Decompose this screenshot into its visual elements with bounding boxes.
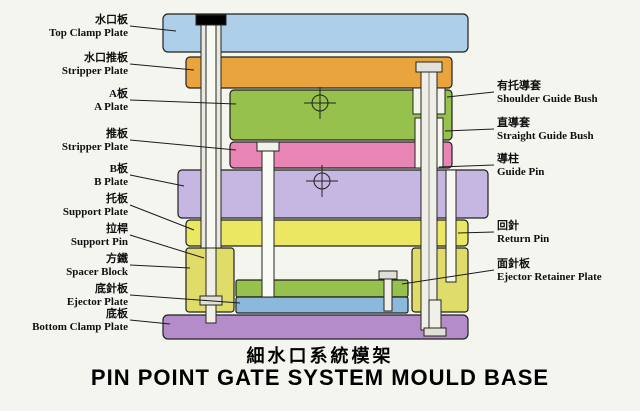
center-marks [304, 87, 338, 197]
bottom-bolt-head [423, 327, 447, 337]
label-en: Support Plate [62, 206, 128, 218]
label-en: Ejector Retainer Plate [497, 271, 602, 283]
bottom-bolt-shaft [428, 299, 442, 329]
stripper-plate-shape [229, 141, 453, 169]
diagram-title-chinese: 細水口系統模架 [246, 346, 394, 366]
label-spacer-block: 方鐵 Spacer Block [66, 253, 128, 279]
guide-pin-head [415, 61, 443, 73]
label-stripper-plate: 推板 Stripper Plate [62, 128, 128, 154]
leader-line [438, 164, 495, 168]
retainer-bolt-shaft [383, 278, 393, 312]
leader-line [446, 91, 495, 98]
label-zh: 方鐵 [106, 253, 128, 265]
leader-line [129, 234, 205, 259]
leader-line [129, 319, 171, 325]
label-en: Shoulder Guide Bush [497, 93, 598, 105]
bottom-clamp-plate-shape [162, 314, 469, 340]
label-zh: 底板 [106, 308, 128, 320]
label-en: Return Pin [497, 233, 550, 245]
label-zh: A板 [109, 88, 128, 100]
b-plate-shape [177, 169, 489, 219]
label-a-plate: A板 A Plate [94, 88, 128, 114]
label-top-clamp-plate: 水口板 Top Clamp Plate [49, 14, 128, 40]
diagram-title-english: PIN POINT GATE SYSTEM MOULD BASE [90, 365, 550, 390]
label-zh: 回針 [497, 220, 519, 232]
label-en: A Plate [94, 101, 128, 113]
label-en: Stripper Plate [61, 65, 128, 77]
label-en: Support Pin [70, 236, 128, 248]
label-zh: 面針板 [497, 258, 530, 270]
label-en: Spacer Block [66, 266, 128, 278]
label-en: B Plate [94, 176, 128, 188]
label-bottom-clamp-plate: 底板 Bottom Clamp Plate [32, 308, 128, 334]
label-zh: 水口板 [95, 14, 128, 26]
label-return-pin: 回針 Return Pin [497, 220, 549, 246]
label-zh: 底針板 [95, 283, 128, 295]
label-zh: 托板 [106, 193, 128, 205]
ejector-plate-shape [235, 296, 409, 314]
leader-line [129, 99, 237, 105]
label-zh: 直導套 [497, 117, 530, 129]
screw-center-mark-icon [304, 87, 336, 119]
label-ejector-retainer-plate: 面針板 Ejector Retainer Plate [497, 258, 602, 284]
leader-line [129, 294, 241, 304]
label-guide-pin: 導柱 Guide Pin [497, 153, 544, 179]
label-en: Stripper Plate [61, 141, 128, 153]
label-support-pin: 拉桿 Support Pin [71, 223, 128, 249]
leader-line [401, 269, 495, 285]
retainer-bolt-head [378, 270, 398, 280]
leader-lines [129, 25, 495, 325]
label-en: Bottom Clamp Plate [32, 321, 128, 333]
a-plate-shape [229, 89, 453, 141]
support-pin-bolt-shaft [205, 304, 217, 324]
leader-line [129, 25, 177, 32]
label-zh: 有托導套 [497, 80, 541, 92]
center-pin-shaft [261, 150, 275, 298]
label-en: Top Clamp Plate [48, 27, 128, 39]
leader-line [129, 139, 237, 151]
return-pin-shape [445, 169, 457, 283]
stripper-plate-top-shape [185, 56, 453, 89]
support-pin-top-head [195, 14, 227, 26]
label-zh: 水口推板 [84, 52, 128, 64]
label-b-plate: B板 B Plate [94, 163, 128, 189]
support-pin-lower-rod [205, 247, 217, 299]
label-en: Ejector Plate [66, 296, 128, 308]
screw-center-mark-icon [306, 165, 338, 197]
leader-line [129, 174, 185, 187]
label-support-plate: 托板 Support Plate [63, 193, 128, 219]
label-stripper-plate-top: 水口推板 Stripper Plate [62, 52, 128, 78]
leader-line [129, 264, 191, 269]
top-clamp-plate-shape [162, 13, 469, 53]
label-en: Guide Pin [497, 166, 545, 178]
label-zh: B板 [109, 163, 128, 175]
label-zh: 導柱 [497, 153, 519, 165]
leader-line [444, 128, 495, 132]
label-zh: 拉桿 [106, 223, 128, 235]
leader-line [457, 231, 495, 234]
leader-line [129, 63, 195, 71]
label-ejector-plate: 底針板 Ejector Plate [67, 283, 128, 309]
leader-line [129, 204, 195, 231]
label-straight-guide-bush: 直導套 Straight Guide Bush [497, 117, 594, 143]
support-pin-core [205, 15, 217, 249]
label-zh: 推板 [106, 128, 128, 140]
pins-and-bushes [195, 14, 457, 337]
center-pin-head [256, 141, 280, 152]
label-en: Straight Guide Bush [497, 130, 594, 142]
label-shoulder-guide-bush: 有托導套 Shoulder Guide Bush [497, 80, 598, 106]
